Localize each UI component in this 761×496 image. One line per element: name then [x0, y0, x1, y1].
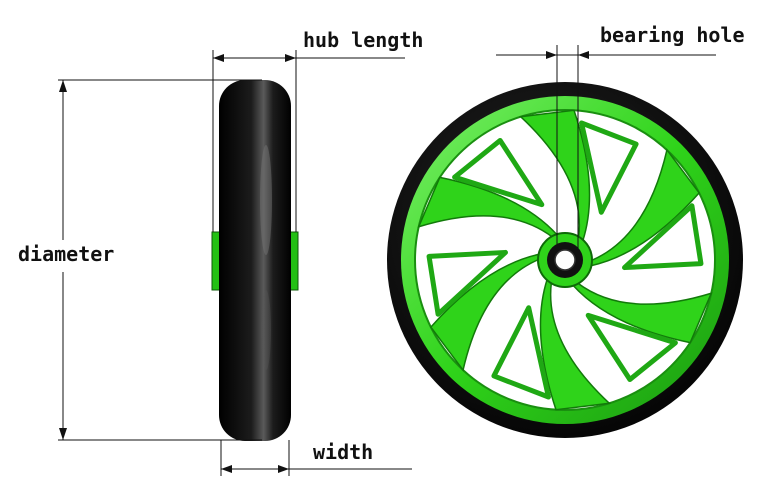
diameter-label: diameter: [18, 242, 114, 266]
rim-window: [579, 120, 639, 215]
tire-side-profile: [219, 80, 291, 441]
tire-highlight: [260, 145, 272, 255]
wheel-side-view: [211, 80, 299, 441]
bearing-hole-dimension: bearing hole: [496, 23, 745, 250]
tire-highlight-lower: [261, 290, 271, 370]
rim-window: [426, 249, 508, 317]
rim-window: [585, 312, 678, 383]
width-label: width: [313, 440, 373, 464]
rim-window: [491, 305, 551, 400]
bearing-hole: [554, 249, 576, 271]
bearing-hole-label: bearing hole: [600, 23, 745, 47]
hub-length-label: hub length: [303, 28, 423, 52]
width-dimension: width: [220, 440, 412, 476]
diameter-dimension: diameter: [18, 79, 262, 441]
wheel-front-view: [387, 82, 743, 438]
rim-window: [622, 203, 704, 271]
rim-window: [452, 137, 545, 208]
hub-length-dimension: hub length: [212, 28, 423, 232]
